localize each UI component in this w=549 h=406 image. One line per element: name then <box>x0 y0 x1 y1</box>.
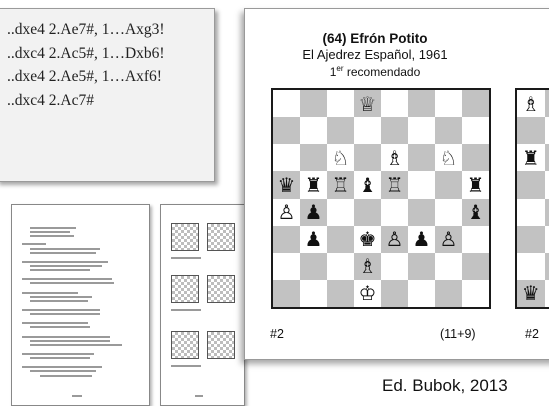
board-square <box>545 90 549 117</box>
chess-piece-square: ♕ <box>354 90 381 117</box>
piece-count: (11+9) <box>440 327 476 341</box>
board-square <box>408 117 435 144</box>
board-square <box>327 117 354 144</box>
chess-piece-square: ♛ <box>517 280 545 307</box>
board-square <box>300 253 327 280</box>
problem-title: (64) Efrón Potito <box>245 31 505 46</box>
board-square <box>545 280 549 307</box>
chess-piece-square: ♝ <box>354 171 381 198</box>
board-square <box>545 226 549 253</box>
board-square <box>435 117 462 144</box>
board-square <box>327 253 354 280</box>
chess-piece-square: ♘ <box>327 144 354 171</box>
chess-piece-square: ♛ <box>273 171 300 198</box>
board-square <box>273 144 300 171</box>
board-square <box>435 171 462 198</box>
board-square <box>408 253 435 280</box>
chess-piece-square: ♟ <box>300 226 327 253</box>
next-stipulation: #2 <box>525 327 539 341</box>
board-square <box>354 117 381 144</box>
chess-piece-square: ♖ <box>381 171 408 198</box>
board-square <box>435 199 462 226</box>
move-line: ..dxe4 2.Ae7#, 1…Axg3! <box>7 18 214 42</box>
chess-piece-square: ♜ <box>300 171 327 198</box>
chess-piece-square: ♖ <box>327 171 354 198</box>
board-square <box>408 90 435 117</box>
board-square <box>273 226 300 253</box>
board-square <box>545 117 549 144</box>
board-square <box>462 253 489 280</box>
board-square <box>381 253 408 280</box>
stipulation: #2 <box>270 327 284 341</box>
board-square <box>273 117 300 144</box>
chess-piece-square: ♟ <box>408 226 435 253</box>
chess-piece-square: ♘ <box>435 144 462 171</box>
board-square <box>545 199 549 226</box>
chess-board: ♕♘♗♘♛♜♖♝♖♜♙♟♝♟♚♙♟♙♗♔ <box>271 88 491 309</box>
chess-piece-square: ♗ <box>354 253 381 280</box>
next-chess-board: ♗ ♜ ♛ <box>515 88 549 309</box>
chess-piece-square: ♜ <box>517 144 545 171</box>
board-square <box>273 253 300 280</box>
board-square <box>300 144 327 171</box>
chess-piece-square: ♚ <box>354 226 381 253</box>
board-square <box>327 90 354 117</box>
chess-piece-square: ♔ <box>354 280 381 307</box>
chess-piece-square: ♗ <box>381 144 408 171</box>
move-line: ..dxe4 2.Ae5#, 1…Axf6! <box>7 65 214 89</box>
board-square <box>517 117 545 144</box>
chess-piece-square: ♝ <box>462 199 489 226</box>
board-square <box>354 144 381 171</box>
board-square <box>408 144 435 171</box>
chess-piece-square: ♜ <box>462 171 489 198</box>
chess-piece-square: ♙ <box>435 226 462 253</box>
board-square <box>381 90 408 117</box>
board-square <box>300 280 327 307</box>
move-line: ..dxc4 2.Ac5#, 1…Dxb6! <box>7 42 214 66</box>
board-square <box>381 199 408 226</box>
board-square <box>517 253 545 280</box>
book-caption: Ed. Bubok, 2013 <box>382 376 508 396</box>
problem-award: 1er recomendado <box>245 64 505 79</box>
board-square <box>462 90 489 117</box>
board-square <box>462 226 489 253</box>
chess-piece-square: ♙ <box>381 226 408 253</box>
board-square <box>381 117 408 144</box>
board-square <box>462 280 489 307</box>
board-square <box>545 144 549 171</box>
board-square <box>273 90 300 117</box>
chess-problem-card: (64) Efrón Potito El Ajedrez Español, 19… <box>244 8 549 360</box>
board-square <box>435 280 462 307</box>
board-square <box>327 199 354 226</box>
board-square <box>545 171 549 198</box>
board-square <box>435 90 462 117</box>
page-thumbnail-diagrams[interactable] <box>160 204 245 406</box>
move-line: ..dxc4 2.Ac7# <box>7 89 214 113</box>
chess-piece-square: ♗ <box>517 90 545 117</box>
board-square <box>517 226 545 253</box>
board-square <box>462 144 489 171</box>
board-square <box>408 199 435 226</box>
board-square <box>408 171 435 198</box>
chess-piece-square: ♙ <box>273 199 300 226</box>
board-square <box>300 90 327 117</box>
board-square <box>381 280 408 307</box>
board-square <box>273 280 300 307</box>
board-square <box>517 199 545 226</box>
board-square <box>300 117 327 144</box>
move-list-card: ..dxe4 2.Ae7#, 1…Axg3! ..dxc4 2.Ac5#, 1…… <box>0 8 215 182</box>
board-square <box>354 199 381 226</box>
board-square <box>435 253 462 280</box>
board-square <box>517 171 545 198</box>
page-thumbnail-text[interactable] <box>11 204 150 406</box>
board-square <box>545 253 549 280</box>
board-square <box>408 280 435 307</box>
problem-source: El Ajedrez Español, 1961 <box>245 47 505 62</box>
board-square <box>327 226 354 253</box>
chess-piece-square: ♟ <box>300 199 327 226</box>
board-square <box>327 280 354 307</box>
board-square <box>462 117 489 144</box>
